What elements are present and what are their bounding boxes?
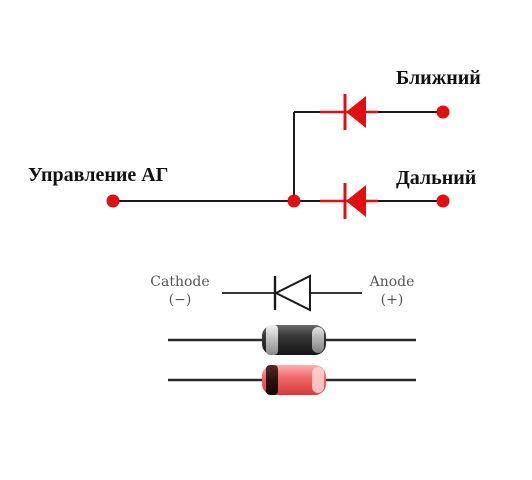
junction-dot [287,194,301,208]
near-beam-label: Ближний [396,67,481,89]
far-diode-symbol [320,183,378,219]
control-label: Управление АГ [28,164,169,186]
near-diode-symbol [320,94,378,130]
anode-sign: (+) [380,291,404,308]
cathode-label: Cathode [150,274,210,290]
anode-label: Anode [369,274,415,290]
near-terminal-dot [436,105,450,119]
far-terminal-dot [436,194,450,208]
diode-schematic-symbol [222,274,362,312]
far-beam-label: Дальний [396,167,477,189]
control-terminal-dot [106,194,120,208]
black-diode-illustration [168,325,416,355]
cathode-label-group: Cathode (−) [140,274,220,309]
red-diode-illustration [168,365,416,395]
cathode-sign: (−) [168,291,192,308]
circuit-wiring [113,111,443,202]
anode-label-group: Anode (+) [352,274,432,309]
